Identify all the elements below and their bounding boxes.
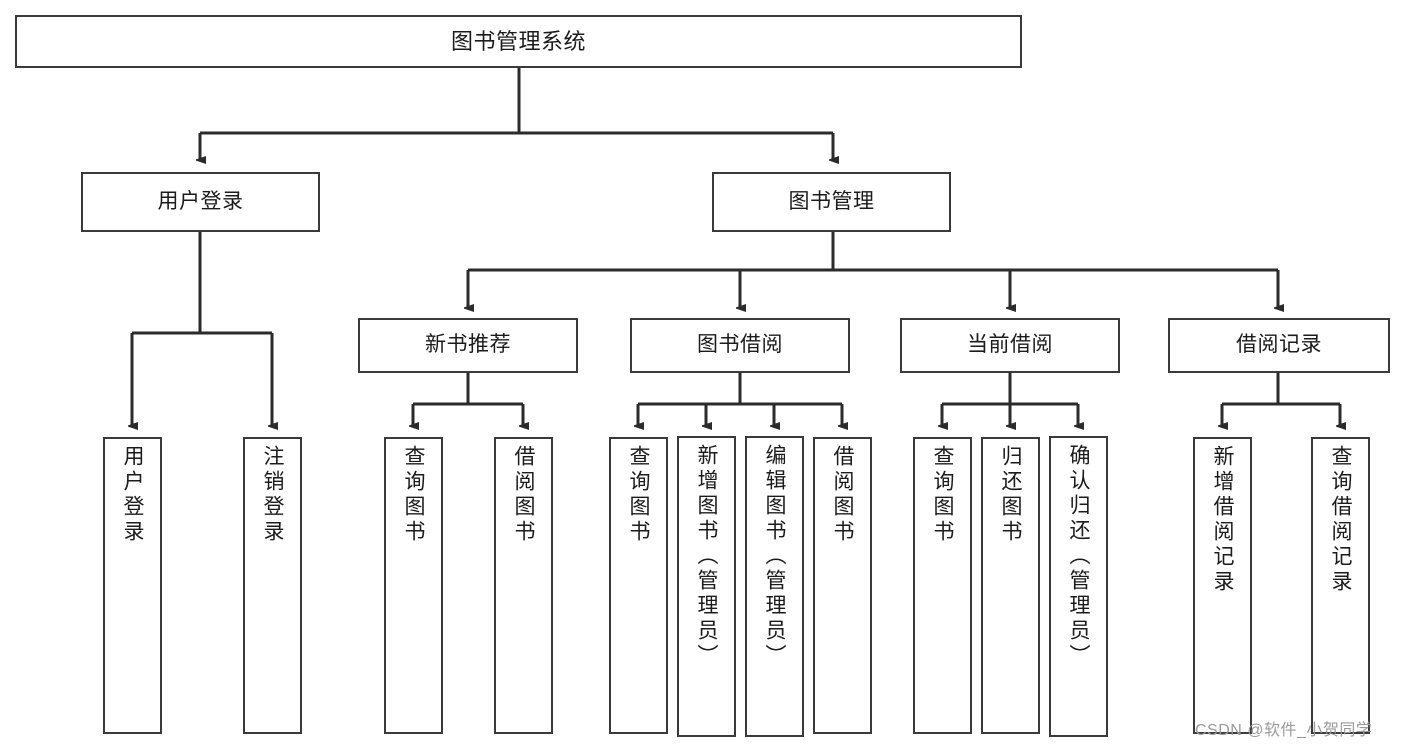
node-root[interactable]: 图书管理系统 [15,15,1022,68]
node-user-login[interactable]: 用户登录 [81,172,320,232]
node-leaf-borrow-book-1[interactable]: 借阅图书 [494,437,553,734]
node-leaf-borrow-book-1-label: 借阅图书 [512,445,535,545]
node-leaf-query-book-3[interactable]: 查询图书 [913,437,972,734]
node-leaf-query-record-label: 查询借阅记录 [1329,445,1352,595]
node-book-borrow-label: 图书借阅 [697,333,783,357]
node-leaf-query-book-2-label: 查询图书 [627,445,650,545]
node-book-manage[interactable]: 图书管理 [712,172,951,232]
node-leaf-edit-book-label: 编辑图书（管理员） [763,444,786,669]
node-current-borrow[interactable]: 当前借阅 [900,318,1120,373]
node-leaf-borrow-book-2[interactable]: 借阅图书 [813,437,872,734]
node-leaf-add-book[interactable]: 新增图书（管理员） [677,436,736,737]
node-leaf-user-login[interactable]: 用户登录 [103,437,162,734]
watermark-text: CSDN @软件_小贺同学 [1195,722,1373,739]
node-leaf-return-book-label: 归还图书 [999,445,1022,545]
node-leaf-add-record[interactable]: 新增借阅记录 [1193,437,1252,734]
node-new-book-rec[interactable]: 新书推荐 [358,318,578,373]
node-leaf-query-book-1-label: 查询图书 [402,445,425,545]
node-book-borrow[interactable]: 图书借阅 [630,318,850,373]
node-leaf-add-record-label: 新增借阅记录 [1211,445,1234,595]
node-leaf-borrow-book-2-label: 借阅图书 [831,445,854,545]
node-new-book-rec-label: 新书推荐 [425,333,511,357]
node-leaf-return-book[interactable]: 归还图书 [981,437,1040,734]
node-leaf-logout-label: 注销登录 [261,445,284,545]
node-current-borrow-label: 当前借阅 [967,333,1053,357]
node-leaf-query-book-1[interactable]: 查询图书 [384,437,443,734]
node-leaf-query-book-2[interactable]: 查询图书 [609,437,668,734]
node-leaf-edit-book[interactable]: 编辑图书（管理员） [745,436,804,737]
node-leaf-query-record[interactable]: 查询借阅记录 [1311,437,1370,734]
node-root-label: 图书管理系统 [450,28,586,54]
node-borrow-record-label: 借阅记录 [1236,333,1322,357]
node-user-login-label: 用户登录 [157,189,244,213]
node-leaf-user-login-label: 用户登录 [121,445,144,545]
node-leaf-add-book-label: 新增图书（管理员） [695,444,718,669]
node-borrow-record[interactable]: 借阅记录 [1168,318,1390,373]
node-leaf-confirm-return[interactable]: 确认归还（管理员） [1049,436,1108,737]
node-book-manage-label: 图书管理 [788,189,875,213]
node-leaf-query-book-3-label: 查询图书 [931,445,954,545]
node-leaf-logout[interactable]: 注销登录 [243,437,302,734]
node-leaf-confirm-return-label: 确认归还（管理员） [1067,444,1090,669]
